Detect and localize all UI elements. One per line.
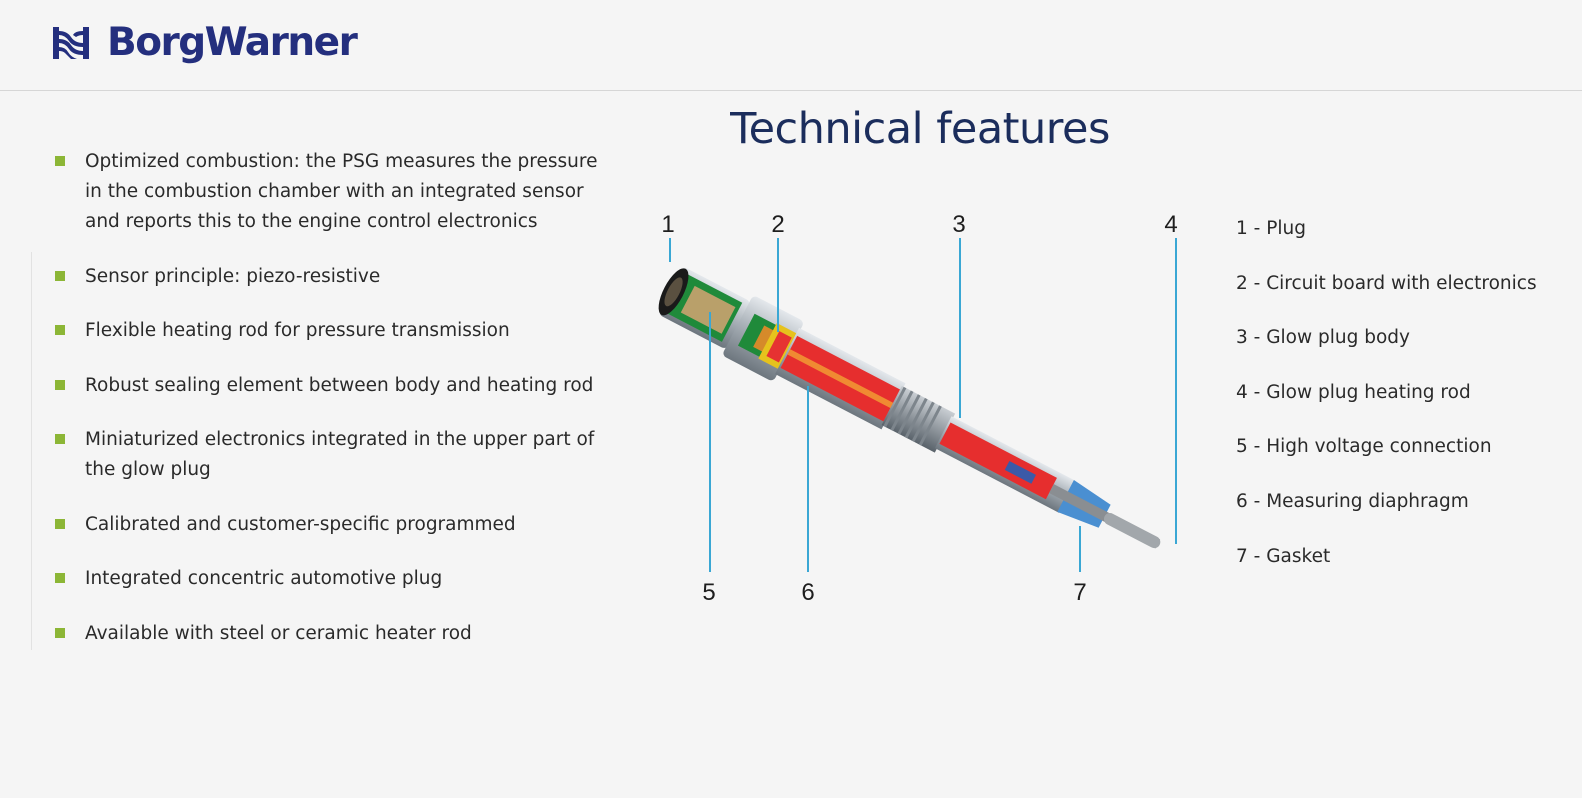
list-item: Available with steel or ceramic heater r… <box>55 619 615 649</box>
page-title: Technical features <box>730 104 1110 154</box>
feature-text: Optimized combustion: the PSG measures t… <box>85 151 598 232</box>
brand-name: BorgWarner <box>107 20 358 65</box>
callout-4: 4 <box>1164 211 1177 238</box>
legend-item: 7 - Gasket <box>1236 545 1331 567</box>
feature-text: Robust sealing element between body and … <box>85 374 594 396</box>
legend-item: 6 - Measuring diaphragm <box>1236 490 1469 512</box>
callout-3: 3 <box>952 211 965 238</box>
feature-text: Sensor principle: piezo-resistive <box>85 265 381 287</box>
callout-5: 5 <box>702 579 715 606</box>
list-item: Miniaturized electronics integrated in t… <box>55 425 615 485</box>
callout-7: 7 <box>1073 579 1086 606</box>
square-bullet-icon <box>55 627 65 638</box>
legend-item: 3 - Glow plug body <box>1236 327 1410 349</box>
square-bullet-icon <box>55 325 65 335</box>
legend-item: 5 - High voltage connection <box>1236 436 1492 458</box>
legend-item: 2 - Circuit board with electronics <box>1236 272 1537 294</box>
square-bullet-icon <box>55 518 65 529</box>
brand-logo[interactable]: BorgWarner <box>53 18 358 68</box>
square-bullet-icon <box>55 270 65 281</box>
feature-text: Integrated concentric automotive plug <box>85 568 443 589</box>
header: BorgWarner <box>0 0 1582 91</box>
feature-text: Flexible heating rod for pressure transm… <box>85 320 510 341</box>
callout-numbers: 1 2 3 4 5 6 7 <box>661 211 1177 606</box>
list-item: Optimized combustion: the PSG measures t… <box>55 147 615 237</box>
thread-ridges <box>883 386 942 446</box>
parts-legend: 1 - Plug 2 - Circuit board with electron… <box>1236 214 1576 596</box>
borgwarner-logo-icon <box>53 27 89 59</box>
callout-lines <box>669 238 1177 572</box>
square-bullet-icon <box>55 434 65 444</box>
square-bullet-icon <box>55 379 65 390</box>
legend-item: 1 - Plug <box>1236 218 1306 239</box>
feature-text: Miniaturized electronics integrated in t… <box>85 429 595 480</box>
glow-plug-cutaway-diagram: 1 2 3 4 5 6 7 <box>658 211 1178 606</box>
callout-1: 1 <box>661 211 674 238</box>
divider <box>31 252 32 650</box>
callout-6: 6 <box>801 579 814 606</box>
list-item: Flexible heating rod for pressure transm… <box>55 316 615 346</box>
square-bullet-icon <box>55 156 65 166</box>
list-item: Calibrated and customer-specific program… <box>55 510 615 540</box>
list-item: Sensor principle: piezo-resistive <box>55 262 615 292</box>
callout-2: 2 <box>771 211 784 238</box>
list-item: Robust sealing element between body and … <box>55 371 615 401</box>
feature-list: Optimized combustion: the PSG measures t… <box>55 147 615 673</box>
legend-item: 4 - Glow plug heating rod <box>1236 381 1471 403</box>
glow-plug-illustration <box>658 268 1161 549</box>
list-item: Integrated concentric automotive plug <box>55 564 615 594</box>
square-bullet-icon <box>55 573 65 583</box>
feature-text: Available with steel or ceramic heater r… <box>85 622 472 644</box>
feature-text: Calibrated and customer-specific program… <box>85 513 516 535</box>
